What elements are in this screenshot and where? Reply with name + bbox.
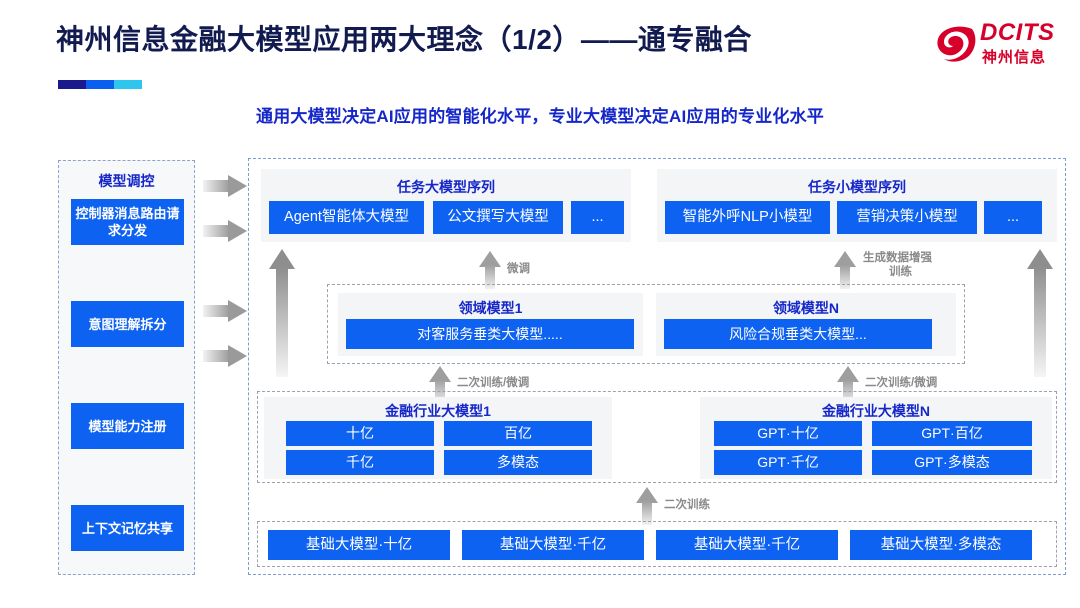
logo-brand-text: DCITS	[980, 19, 1055, 46]
page-title: 神州信息金融大模型应用两大理念（1/2）——通专融合	[56, 24, 752, 55]
industry-model-n-box-gpt-1000y[interactable]: GPT·千亿	[714, 450, 862, 475]
arrow-right-icon	[203, 345, 247, 367]
task-small-model-box-nlp-outbound[interactable]: 智能外呼NLP小模型	[665, 201, 830, 234]
arrow-right-icon	[203, 220, 247, 242]
domain-models-container: 领域模型1 对客服务垂类大模型..... 领域模型N 风险合规垂类大模型...	[327, 284, 965, 364]
industry-model-1-band: 金融行业大模型1 十亿 百亿 千亿 多模态	[264, 397, 612, 479]
industry-model-n-box-gpt-100y[interactable]: GPT·百亿	[872, 421, 1032, 446]
base-models-container: 基础大模型·十亿 基础大模型·千亿 基础大模型·千亿 基础大模型·多模态	[257, 521, 1057, 567]
task-large-model-band: 任务大模型序列 Agent智能体大模型 公文撰写大模型 ...	[261, 169, 631, 242]
arrow-up-icon-base-to-task-left	[269, 249, 295, 377]
arrow-label-finetune: 微调	[507, 263, 530, 275]
task-small-model-box-more[interactable]: ...	[984, 201, 1042, 234]
dcits-logo: DCITS 神州信息	[934, 20, 1066, 70]
task-small-model-band: 任务小模型序列 智能外呼NLP小模型 营销决策小模型 ...	[657, 169, 1057, 242]
task-large-model-box-more[interactable]: ...	[571, 201, 624, 234]
sidebar-item-capability-registry[interactable]: 模型能力注册	[71, 403, 184, 449]
base-model-box-1000y-b[interactable]: 基础大模型·千亿	[656, 530, 838, 560]
industry-model-n-band: 金融行业大模型N GPT·十亿 GPT·百亿 GPT·千亿 GPT·多模态	[700, 397, 1052, 479]
industry-model-1-box-100y[interactable]: 百亿	[444, 421, 592, 446]
arrow-up-icon-data-aug-right	[834, 251, 856, 289]
base-model-box-1000y-a[interactable]: 基础大模型·千亿	[462, 530, 644, 560]
section-title-domain-model-n: 领域模型N	[772, 300, 840, 316]
title-accent-bar	[58, 80, 142, 89]
sidebar-item-controller-routing[interactable]: 控制器消息路由请求分发	[71, 199, 184, 245]
task-large-model-box-agent[interactable]: Agent智能体大模型	[269, 201, 424, 234]
domain-model-1-band: 领域模型1 对客服务垂类大模型.....	[338, 293, 643, 356]
industry-model-n-box-gpt-multimodal[interactable]: GPT·多模态	[872, 450, 1032, 475]
section-title-task-small-models: 任务小模型序列	[808, 179, 906, 195]
sidebar-item-context-memory[interactable]: 上下文记忆共享	[71, 505, 184, 551]
industry-model-1-box-1000y[interactable]: 千亿	[286, 450, 434, 475]
model-control-sidebar: 模型调控 控制器消息路由请求分发 意图理解拆分 模型能力注册 上下文记忆共享	[58, 160, 195, 575]
logo-brand-cn-text: 神州信息	[982, 49, 1047, 66]
sidebar-title: 模型调控	[98, 173, 155, 189]
section-title-industry-model-n: 金融行业大模型N	[821, 403, 931, 419]
task-small-model-box-marketing[interactable]: 营销决策小模型	[837, 201, 977, 234]
arrow-label-retrain: 二次训练	[664, 499, 710, 511]
base-model-box-multimodal[interactable]: 基础大模型·多模态	[850, 530, 1032, 560]
section-title-industry-model-1: 金融行业大模型1	[385, 403, 491, 419]
section-title-task-large-models: 任务大模型序列	[397, 179, 495, 195]
arrow-label-retrain-finetune-right: 二次训练/微调	[865, 377, 938, 389]
arrow-up-icon-finetune-left	[479, 251, 501, 289]
industry-models-container: 金融行业大模型1 十亿 百亿 千亿 多模态 金融行业大模型N GPT·十亿 GP…	[257, 391, 1057, 483]
arrow-up-icon-retrain-center	[636, 487, 658, 525]
page-subtitle: 通用大模型决定AI应用的智能化水平，专业大模型决定AI应用的专业化水平	[256, 107, 824, 126]
domain-model-n-box[interactable]: 风险合规垂类大模型...	[664, 319, 932, 349]
arrow-up-icon-base-to-task-right	[1027, 249, 1053, 377]
arrow-right-icon	[203, 175, 247, 197]
section-title-domain-model-1: 领域模型1	[458, 300, 523, 316]
industry-model-n-box-gpt-10y[interactable]: GPT·十亿	[714, 421, 862, 446]
arrow-right-icon	[203, 300, 247, 322]
arrow-up-icon-retrain-right	[837, 366, 859, 404]
base-model-box-10y[interactable]: 基础大模型·十亿	[268, 530, 450, 560]
arrow-up-icon-retrain-left	[429, 366, 451, 404]
domain-model-1-box[interactable]: 对客服务垂类大模型.....	[346, 319, 634, 349]
arrow-label-retrain-finetune-left: 二次训练/微调	[457, 377, 530, 389]
arrow-label-data-aug-line2: 训练	[889, 266, 912, 278]
industry-model-1-box-multimodal[interactable]: 多模态	[444, 450, 592, 475]
industry-model-1-box-10y[interactable]: 十亿	[286, 421, 434, 446]
architecture-panel: 任务大模型序列 Agent智能体大模型 公文撰写大模型 ... 任务小模型序列 …	[248, 158, 1066, 575]
logo-swoosh-icon	[937, 26, 976, 62]
arrow-label-data-aug-line1: 生成数据增强	[863, 252, 932, 264]
sidebar-item-intent-parsing[interactable]: 意图理解拆分	[71, 301, 184, 347]
task-large-model-box-document[interactable]: 公文撰写大模型	[433, 201, 563, 234]
domain-model-n-band: 领域模型N 风险合规垂类大模型...	[656, 293, 956, 356]
